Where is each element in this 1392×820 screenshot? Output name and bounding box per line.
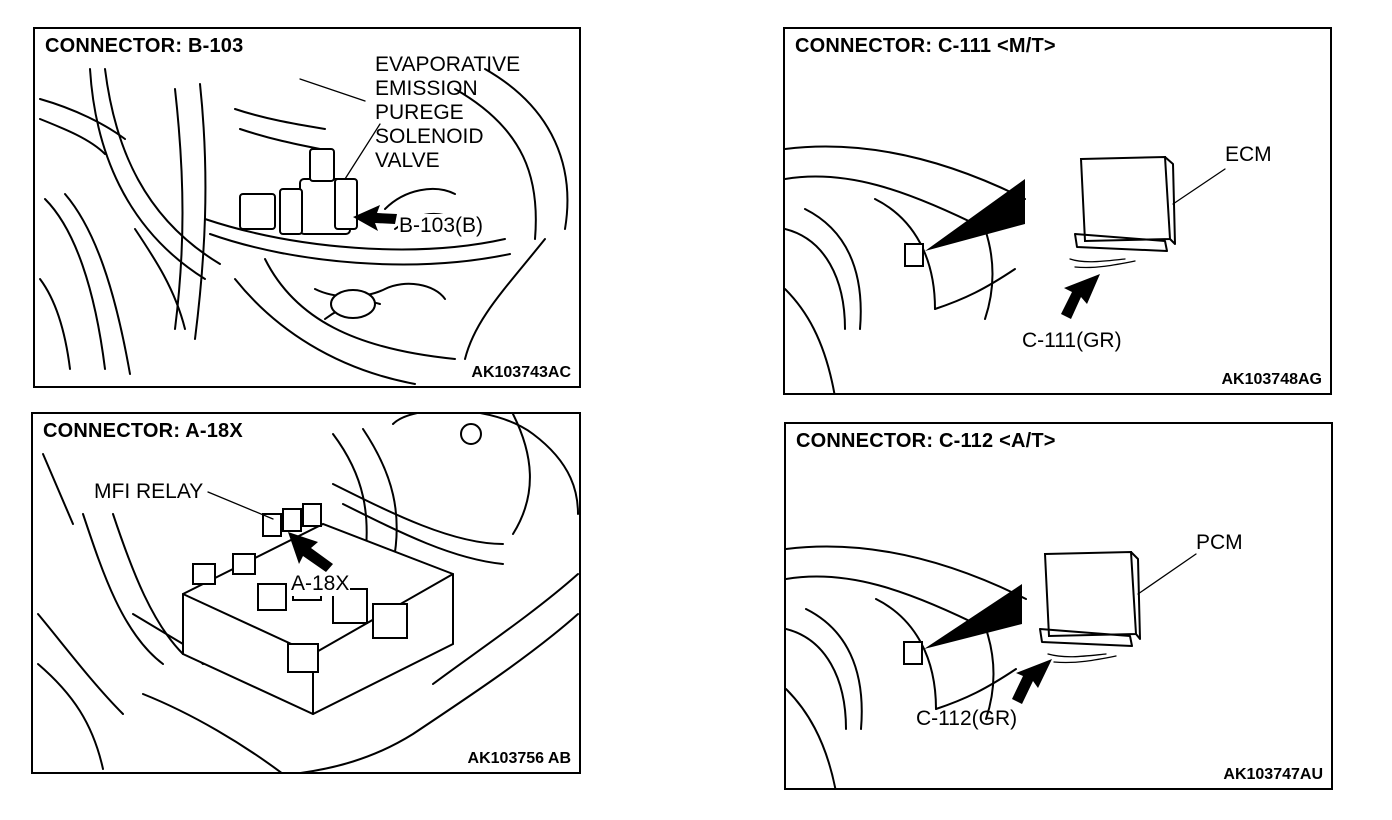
figure-code: AK103748AG bbox=[1219, 371, 1324, 389]
panel-title: CONNECTOR: C-111 <M/T> bbox=[793, 35, 1058, 58]
component-line-4: SOLENOID bbox=[375, 125, 484, 148]
connector-label: B-103(B) bbox=[398, 214, 485, 238]
component-line-1: EVAPORATIVE bbox=[375, 53, 521, 76]
panel-connector-c112: CONNECTOR: C-112 <A/T> PCM C-112(GR) AK1… bbox=[784, 422, 1333, 790]
component-line-2: EMISSION bbox=[375, 77, 478, 100]
panel-title: CONNECTOR: B-103 bbox=[43, 35, 246, 58]
figure-code: AK103747AU bbox=[1221, 766, 1325, 784]
panel-title: CONNECTOR: A-18X bbox=[41, 420, 245, 443]
figure-code: AK103743AC bbox=[469, 364, 573, 382]
dashboard-ecm-illustration bbox=[785, 145, 1226, 393]
connector-label: C-112(GR) bbox=[916, 707, 1018, 730]
panel-connector-b103: CONNECTOR: B-103 EVAPORATIVE EMISSION PU… bbox=[33, 27, 581, 388]
figure-code: AK103756 AB bbox=[465, 750, 573, 768]
component-line-5: VALVE bbox=[375, 149, 440, 172]
component-label: EVAPORATIVE EMISSION PUREGE SOLENOID VAL… bbox=[375, 53, 520, 173]
dashboard-pcm-illustration bbox=[786, 545, 1197, 788]
component-label: PCM bbox=[1196, 531, 1243, 554]
connector-label: A-18X bbox=[290, 572, 351, 596]
component-label: MFI RELAY bbox=[93, 480, 205, 504]
panel-connector-a18x: CONNECTOR: A-18X MFI RELAY A-18X AK10375… bbox=[31, 412, 581, 774]
panel-title: CONNECTOR: C-112 <A/T> bbox=[794, 430, 1058, 453]
connector-label: C-111(GR) bbox=[1022, 329, 1122, 352]
panel-connector-c111: CONNECTOR: C-111 <M/T> ECM C-111(GR) AK1… bbox=[783, 27, 1332, 395]
component-label: ECM bbox=[1225, 143, 1272, 166]
component-line-3: PUREGE bbox=[375, 101, 464, 124]
